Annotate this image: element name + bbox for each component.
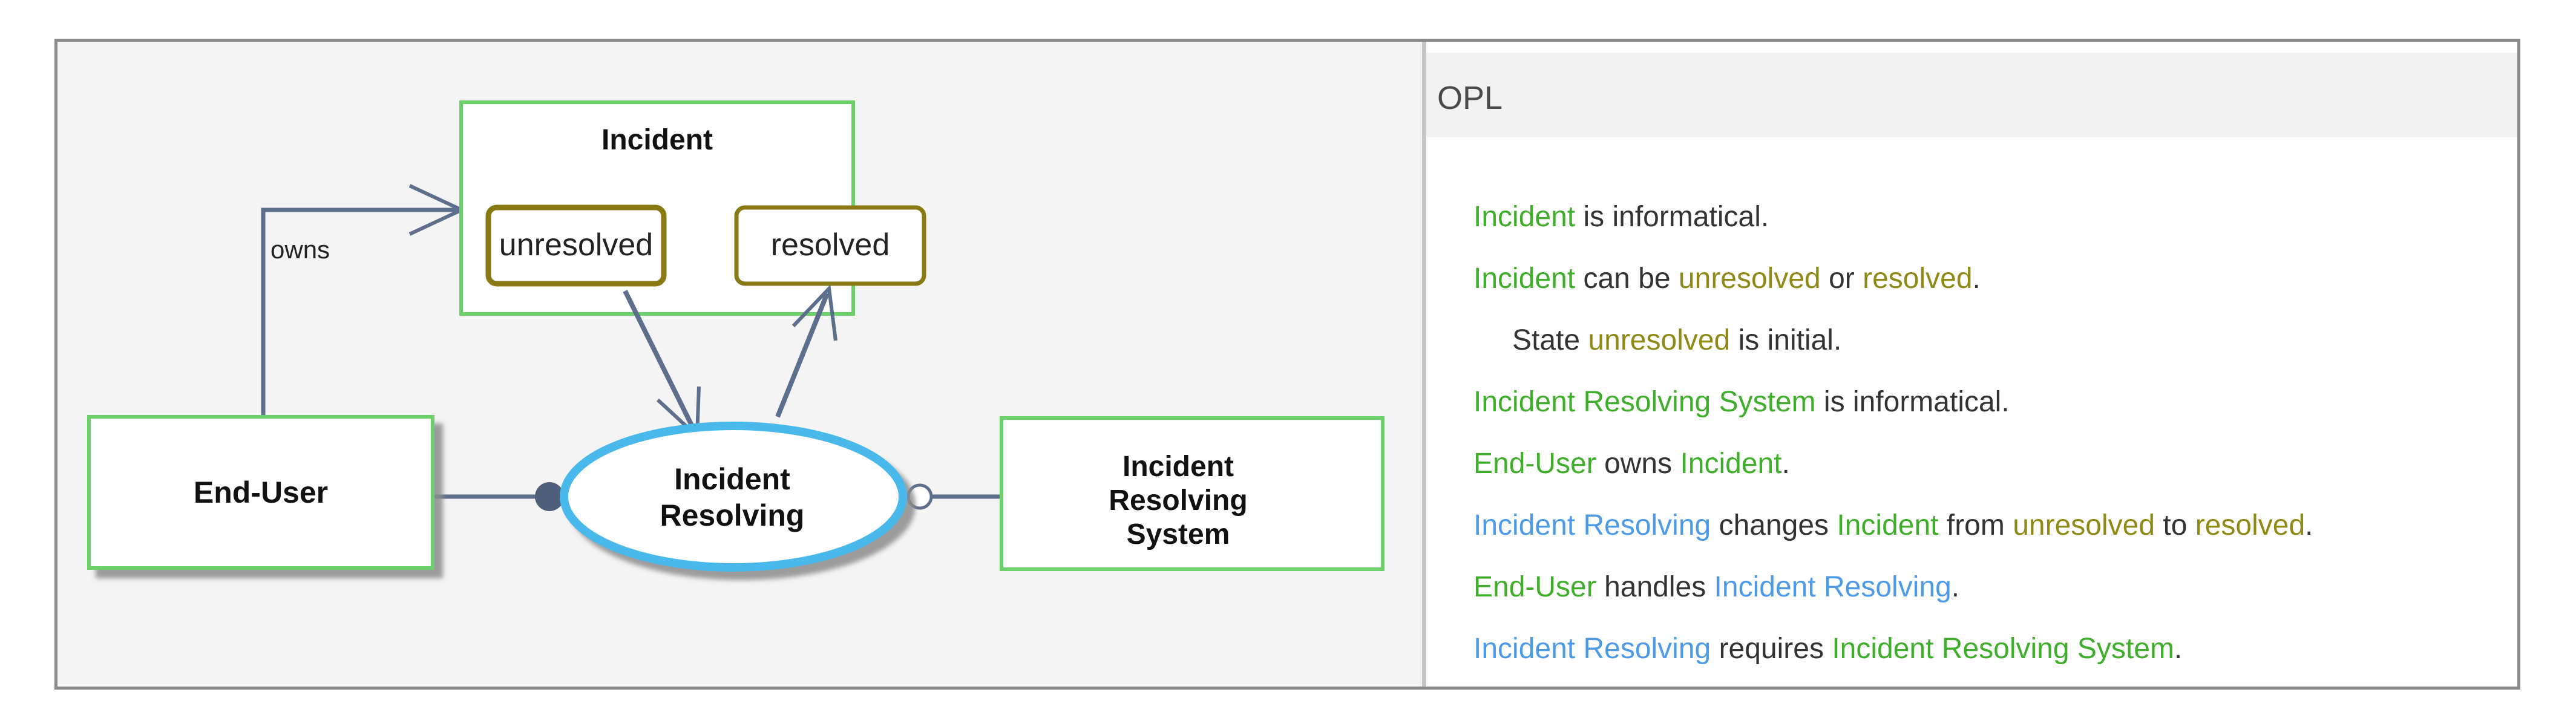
opl-text: . — [2305, 509, 2313, 541]
opl-state-ref: unresolved — [2013, 509, 2155, 541]
opl-object-ref: Incident Resolving System — [1473, 386, 1816, 418]
opl-text: . — [2174, 633, 2183, 665]
opl-sentence-8: Incident Resolving requires Incident Res… — [1473, 632, 2182, 665]
process-to-resolved-arrowhead — [791, 284, 837, 341]
process-label-line2: Resolving — [660, 498, 805, 532]
end-user-label: End-User — [194, 475, 328, 509]
unresolved-to-process-link — [623, 290, 696, 431]
process-to-resolved-link — [775, 292, 830, 418]
opl-object-ref: Incident — [1473, 263, 1576, 295]
opl-state-ref: resolved — [2195, 509, 2306, 541]
opl-text: or — [1820, 263, 1863, 295]
instrument-link-endpoint — [906, 483, 933, 510]
opl-state-ref: resolved — [1863, 263, 1973, 295]
system-label-line2: Resolving — [1109, 485, 1247, 517]
state-resolved-label: resolved — [771, 227, 890, 263]
opl-title: OPL — [1437, 80, 1503, 116]
incident-resolving-process[interactable] — [560, 422, 907, 572]
opl-object-ref: End-User — [1473, 448, 1596, 480]
opl-sentence-5: End-User owns Incident. — [1473, 447, 1790, 480]
incident-object-label: Incident — [601, 124, 713, 156]
system-label-line3: System — [1127, 518, 1230, 550]
incident-resolving-system-object[interactable] — [1000, 416, 1385, 571]
opl-text: changes — [1711, 509, 1837, 541]
opl-text: . — [1972, 263, 1981, 295]
opl-panel: OPL Incident is informatical. Incident c… — [1426, 42, 2517, 687]
opl-text: is informatical. — [1815, 386, 2010, 418]
opl-text: . — [1951, 571, 1960, 603]
opl-text: is informatical. — [1575, 201, 1769, 233]
opl-object-ref: End-User — [1473, 571, 1596, 603]
opm-diagram: owns Incident unresolved resolved End-Us… — [87, 100, 1385, 572]
state-unresolved-label: unresolved — [499, 227, 653, 263]
state-resolved[interactable] — [734, 205, 926, 286]
opl-text: requires — [1711, 633, 1832, 665]
opl-sentence-2: Incident can be unresolved or resolved. — [1473, 262, 1981, 295]
agent-link-endpoint — [535, 482, 564, 511]
opl-process-ref: Incident Resolving — [1714, 571, 1952, 603]
opl-process-ref: Incident Resolving — [1473, 633, 1711, 665]
opl-text: . — [1781, 448, 1790, 480]
owns-link — [261, 207, 458, 417]
opl-text: can be — [1575, 263, 1679, 295]
opl-process-ref: Incident Resolving — [1473, 509, 1711, 541]
opl-sentence-6: Incident Resolving changes Incident from… — [1473, 509, 2313, 542]
opl-sentence-7: End-User handles Incident Resolving. — [1473, 570, 1959, 604]
opl-text: to — [2155, 509, 2195, 541]
opl-state-ref: unresolved — [1678, 263, 1821, 295]
opl-object-ref: Incident — [1680, 448, 1782, 480]
opl-sentence-4: Incident Resolving System is informatica… — [1473, 385, 2010, 419]
opl-object-ref: Incident Resolving System — [1832, 633, 2174, 665]
opl-text: owns — [1596, 448, 1680, 480]
owns-label: owns — [270, 235, 330, 264]
system-label-line1: Incident — [1122, 451, 1234, 483]
opl-text: handles — [1596, 571, 1714, 603]
opl-sentence-1: Incident is informatical. — [1473, 200, 1769, 233]
figure-frame: owns Incident unresolved resolved End-Us… — [54, 39, 2520, 690]
diagram-panel: owns Incident unresolved resolved End-Us… — [57, 42, 1422, 687]
opl-header: OPL — [1426, 53, 2517, 137]
process-label-line1: Incident — [674, 462, 790, 496]
opl-object-ref: Incident — [1837, 509, 1939, 541]
opl-text: State — [1512, 324, 1588, 356]
opl-object-ref: Incident — [1473, 201, 1576, 233]
panel-divider[interactable] — [1422, 42, 1426, 687]
opl-sentence-3: State unresolved is initial. — [1512, 324, 1841, 357]
opl-text: from — [1938, 509, 2013, 541]
opl-state-ref: unresolved — [1588, 324, 1731, 356]
opl-text: is initial. — [1730, 324, 1842, 356]
end-user-object[interactable] — [87, 415, 434, 570]
state-unresolved[interactable] — [485, 204, 667, 287]
